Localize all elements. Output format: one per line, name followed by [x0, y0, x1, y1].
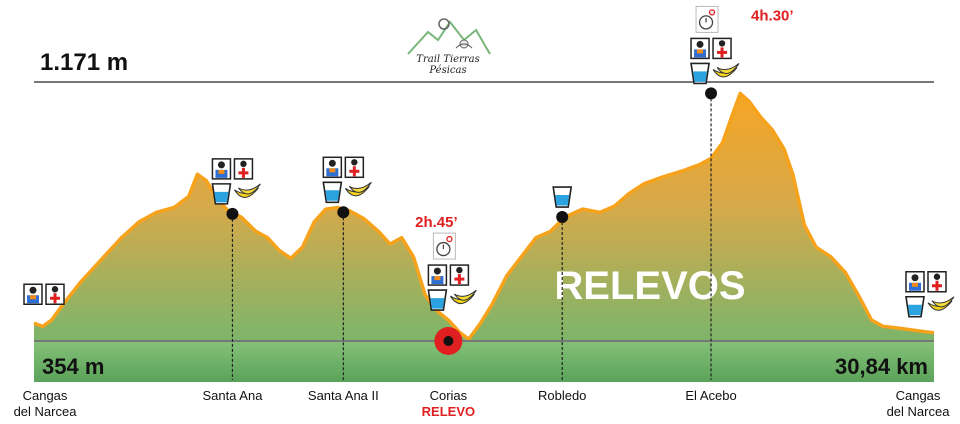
waypoint-label-line: Cangas [22, 388, 68, 403]
water-fill [555, 195, 570, 206]
staff-icon-head [217, 161, 225, 169]
min-elevation-label: 354 m [42, 354, 104, 379]
staff-icon-vest [912, 282, 918, 287]
waypoint-label-line: Santa Ana II [307, 388, 379, 403]
logo-text: Trail Tierras Pésicas [416, 54, 480, 76]
water-fill [325, 190, 340, 201]
medic-cross-h [717, 50, 728, 54]
staff-icon-head [29, 286, 37, 294]
banana-icon [712, 67, 738, 78]
water-fill [430, 298, 445, 309]
max-elevation-label: 1.171 m [40, 49, 128, 76]
staff-icon-vest [434, 276, 441, 281]
banana-icon [927, 300, 953, 311]
banana-icon-2 [348, 181, 372, 193]
race-logo: Trail Tierras Pésicas [398, 14, 498, 76]
relay-sub-label: RELEVO [421, 404, 476, 419]
waypoint-label-line: Santa Ana [202, 388, 263, 403]
staff-icon-head [328, 159, 336, 167]
waypoint-marker [705, 87, 718, 100]
staff-icon-vest [218, 169, 225, 174]
split-time-label: 4h.30’ [751, 7, 794, 24]
banana-icon-2 [716, 63, 740, 74]
waypoint-label: Robledo [538, 388, 586, 404]
medic-icon-head [240, 160, 247, 168]
stopwatch-button [708, 9, 716, 16]
medic-cross-h [50, 296, 60, 300]
staff-icon-vest [697, 49, 704, 54]
medic-icon-head [456, 266, 463, 274]
waypoint-marker [556, 211, 569, 224]
waypoint-marker [226, 207, 239, 220]
water-fill [214, 191, 229, 203]
medic-cross-h [238, 171, 249, 175]
total-distance-label: 30,84 km [835, 354, 928, 379]
medic-cross-h [454, 277, 465, 281]
waypoint-marker [337, 206, 350, 219]
water-fill [908, 304, 922, 316]
waypoint-layer: 2h.45’ 4h.30’ [23, 5, 955, 380]
waypoint-label-line: El Acebo [685, 388, 737, 403]
stopwatch-button [446, 235, 453, 243]
waypoint-label: Santa Ana II [308, 388, 379, 404]
staff-icon-vest [30, 295, 36, 300]
relevos-label: RELEVOS [554, 264, 745, 308]
staff-icon-head [433, 267, 441, 275]
waypoint-label-line: Robledo [537, 388, 587, 403]
staff-icon-head [696, 40, 704, 48]
banana-icon-2 [931, 296, 955, 308]
split-time-label: 2h.45’ [415, 214, 458, 231]
waypoint-label-line: Cangas [895, 388, 941, 403]
banana-icon [234, 187, 259, 198]
elevation-area [34, 93, 934, 342]
banana-icon-2 [453, 289, 477, 301]
relay-marker-center [443, 336, 454, 346]
medic-icon-head [351, 159, 358, 166]
mountain-runner-icon [407, 18, 491, 55]
banana-icon [449, 293, 475, 305]
medic-cross-h [349, 169, 360, 173]
medic-cross-h [932, 284, 942, 288]
medic-icon-head [933, 273, 941, 280]
staff-icon-vest [329, 168, 336, 173]
water-fill [693, 71, 708, 82]
waypoint-label: Santa Ana [202, 388, 262, 404]
staff-icon-head [911, 274, 919, 282]
waypoint-label-line: del Narcea [13, 404, 77, 419]
banana-icon-2 [238, 183, 261, 195]
waypoint-label: El Acebo [685, 388, 736, 404]
medic-icon-head [718, 40, 726, 47]
banana-icon [344, 185, 370, 197]
waypoint-label-line: del Narcea [886, 404, 950, 419]
medic-icon-head [51, 286, 59, 293]
waypoint-label-line: Corias [429, 388, 468, 403]
base-band [34, 341, 934, 382]
elevation-line [33, 91, 935, 341]
